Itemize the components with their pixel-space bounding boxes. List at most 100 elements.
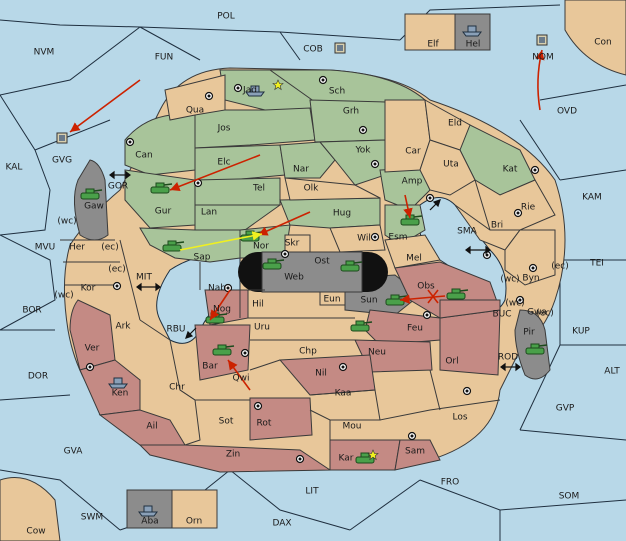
- label-web: Web: [284, 273, 304, 283]
- label-rie: Rie: [521, 203, 536, 213]
- label-swm: SWM: [81, 513, 103, 523]
- fleet-unit: [108, 377, 128, 389]
- province-cow[interactable]: [0, 477, 61, 541]
- province-sap[interactable]: [139, 227, 246, 263]
- province-uta[interactable]: [419, 139, 476, 196]
- label-nom: NOM: [532, 53, 554, 63]
- label-elc: Elc: [217, 158, 230, 168]
- province-yok[interactable]: [318, 139, 386, 186]
- label-mel: Mel: [406, 254, 422, 264]
- label-eld: Eld: [448, 119, 462, 129]
- province-elf[interactable]: [404, 13, 456, 51]
- label-hel: Hel: [466, 40, 481, 50]
- label-zin: Zin: [226, 450, 240, 460]
- label-sam: Sam: [405, 447, 425, 457]
- label-los: Los: [452, 413, 467, 423]
- label-alt: ALT: [604, 367, 620, 377]
- label-amp: Amp: [402, 177, 423, 187]
- label-kaa: Kaa: [335, 389, 352, 399]
- label-nar: Nar: [293, 165, 309, 175]
- label-rbu: RBU: [166, 325, 185, 335]
- label-ost: Ost: [314, 257, 330, 267]
- label-gwa: Gwa: [527, 308, 547, 318]
- province-mel[interactable]: [384, 234, 441, 269]
- province-hug[interactable]: [279, 197, 381, 229]
- province-nar[interactable]: [279, 141, 336, 179]
- label-olk: Olk: [304, 184, 320, 194]
- label-sun: Sun: [360, 296, 377, 306]
- fleet-unit: [245, 85, 265, 97]
- label-chp: Chp: [299, 347, 317, 357]
- label-uru: Uru: [254, 323, 270, 333]
- label-orn: Orn: [186, 517, 202, 527]
- fleet-unit: [56, 132, 68, 144]
- label-nvm: NVM: [34, 48, 55, 58]
- label-nog: Nog: [213, 305, 231, 315]
- province-ver[interactable]: [69, 299, 116, 371]
- label-dax: DAX: [272, 519, 291, 529]
- label-cow: Cow: [26, 527, 45, 537]
- province-ken[interactable]: [79, 359, 141, 416]
- label-lit: LIT: [305, 487, 319, 497]
- label-jos: Jos: [217, 124, 231, 134]
- label-her: Her: [69, 243, 85, 253]
- label-pol: POL: [217, 12, 235, 22]
- label-kam: KAM: [582, 193, 602, 203]
- label-fro: FRO: [441, 478, 460, 488]
- label-ovd: OVD: [557, 107, 577, 117]
- label-ark: Ark: [115, 322, 131, 332]
- label-kor: Kor: [81, 284, 96, 294]
- connectors: [109, 170, 521, 372]
- label-grh: Grh: [343, 107, 359, 117]
- label-fun: FUN: [155, 53, 174, 63]
- label-ver: Ver: [85, 344, 100, 354]
- label-sma: SMA: [457, 227, 477, 237]
- province-qua[interactable]: [164, 74, 226, 121]
- province-tel[interactable]: [194, 177, 281, 206]
- support-order: [179, 231, 263, 251]
- label-hug: Hug: [333, 209, 351, 219]
- label-orl: Orl: [445, 357, 458, 367]
- province-olk[interactable]: [284, 177, 381, 201]
- army-unit: [446, 288, 469, 300]
- label-qwi: Qwi: [233, 374, 250, 384]
- label-sot: Sot: [219, 417, 234, 427]
- label-bri: Bri: [491, 221, 503, 231]
- star-icon: [367, 449, 379, 461]
- label-uta: Uta: [443, 160, 459, 170]
- army-unit: [350, 320, 373, 332]
- label-gvp: GVP: [556, 404, 575, 414]
- province-ail[interactable]: [98, 409, 186, 446]
- label-buc: BUC: [492, 310, 511, 320]
- label-coast: (ec): [108, 265, 126, 275]
- sea-labels: POL NVM FUN COB NOM Con OVD KAL GVG KAM …: [6, 12, 621, 537]
- label-rot: Rot: [257, 419, 272, 429]
- label-coast: (ec): [536, 309, 554, 319]
- fleet-unit: [536, 34, 548, 46]
- army-unit: [262, 258, 285, 270]
- label-ail: Ail: [146, 422, 157, 432]
- label-gur: Gur: [155, 207, 172, 217]
- label-tei: TEI: [589, 259, 604, 269]
- province-byn[interactable]: [504, 229, 556, 286]
- label-eun: Eun: [323, 295, 340, 305]
- label-nil: Nil: [315, 369, 327, 379]
- label-gaw: Gaw: [84, 202, 104, 212]
- label-pir: Pir: [523, 328, 535, 338]
- label-kar: Kar: [339, 454, 354, 464]
- label-rod: ROD: [498, 353, 518, 363]
- label-obs: Obs: [417, 282, 435, 292]
- label-con: Con: [594, 38, 612, 48]
- label-sch: Sch: [329, 87, 345, 97]
- label-neu: Neu: [368, 348, 386, 358]
- label-car: Car: [405, 147, 421, 157]
- label-aba: Aba: [141, 517, 158, 527]
- label-qua: Qua: [186, 106, 204, 116]
- province-orn[interactable]: [171, 489, 218, 529]
- province-wil[interactable]: [329, 224, 386, 253]
- label-coast: (wc): [57, 217, 76, 227]
- label-kup: KUP: [572, 327, 590, 337]
- province-sam[interactable]: [394, 439, 441, 471]
- label-ken: Ken: [112, 389, 129, 399]
